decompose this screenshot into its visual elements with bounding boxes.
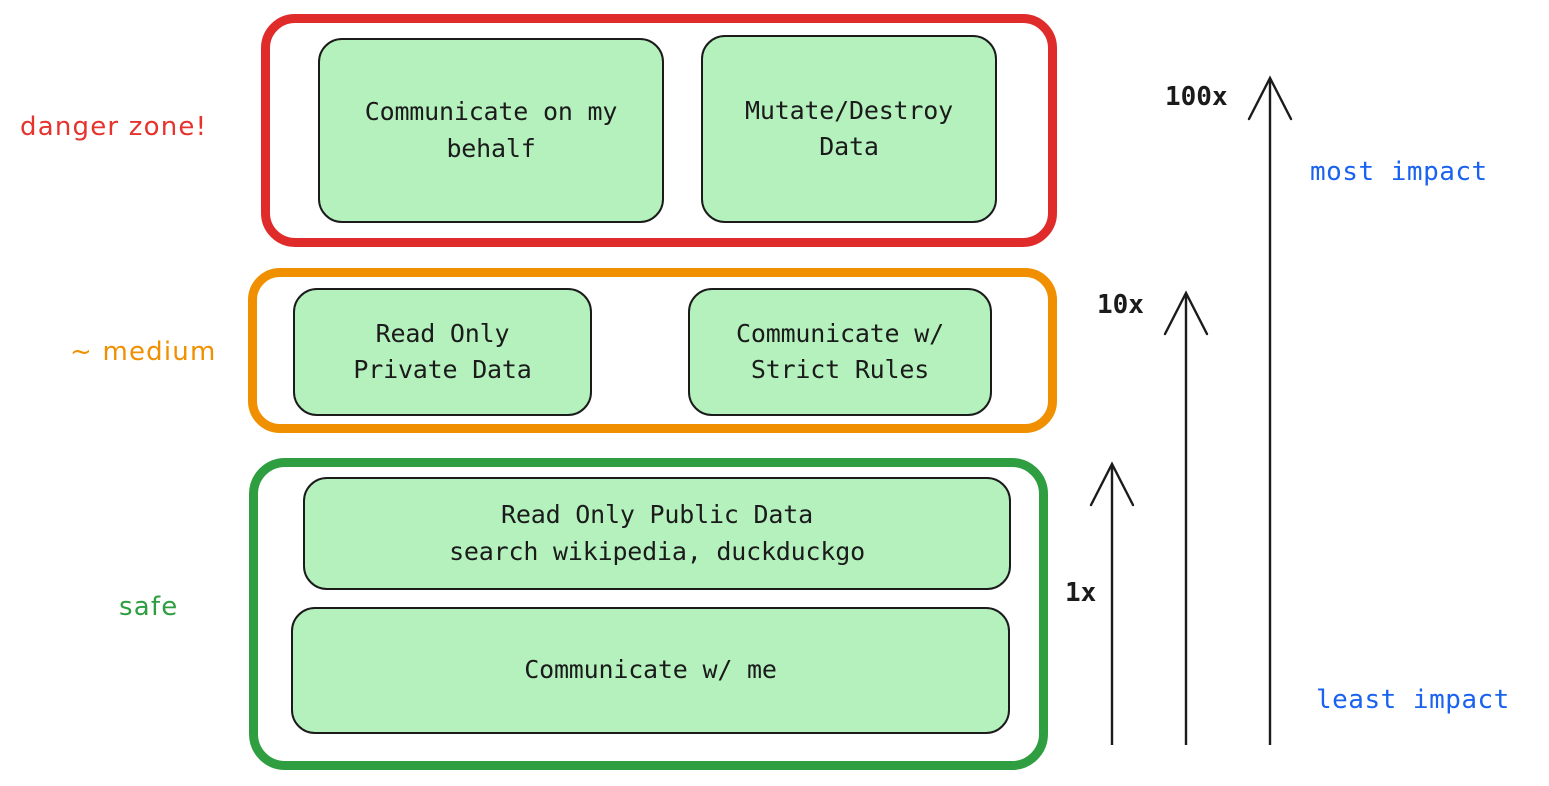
tier-label-safe: safe [119, 592, 179, 622]
arrow-10x [1163, 290, 1209, 745]
card-read-only-private-data[interactable]: Read Only Private Data [293, 288, 592, 416]
card-read-only-public-data[interactable]: Read Only Public Data search wikipedia, … [303, 477, 1011, 590]
card-communicate-with-me[interactable]: Communicate w/ me [291, 607, 1010, 734]
impact-label-most: most impact [1310, 157, 1488, 187]
scale-multiplier-10x: 10x [1097, 290, 1144, 320]
arrow-100x [1247, 75, 1293, 745]
tier-label-medium: ~ medium [70, 337, 217, 367]
tier-container-danger [261, 14, 1057, 247]
impact-label-least: least impact [1316, 685, 1510, 715]
tier-container-safe [249, 458, 1048, 770]
scale-multiplier-1x: 1x [1065, 578, 1097, 608]
tier-label-danger: danger zone! [20, 112, 208, 142]
card-communicate-on-my-behalf[interactable]: Communicate on my behalf [318, 38, 664, 223]
arrow-1x [1089, 461, 1135, 745]
scale-multiplier-100x: 100x [1165, 82, 1228, 112]
card-communicate-with-strict-rules[interactable]: Communicate w/ Strict Rules [688, 288, 992, 416]
impact-scale-arrows [1089, 75, 1293, 745]
card-mutate-destroy-data[interactable]: Mutate/Destroy Data [701, 35, 997, 223]
tier-container-medium [248, 268, 1057, 433]
